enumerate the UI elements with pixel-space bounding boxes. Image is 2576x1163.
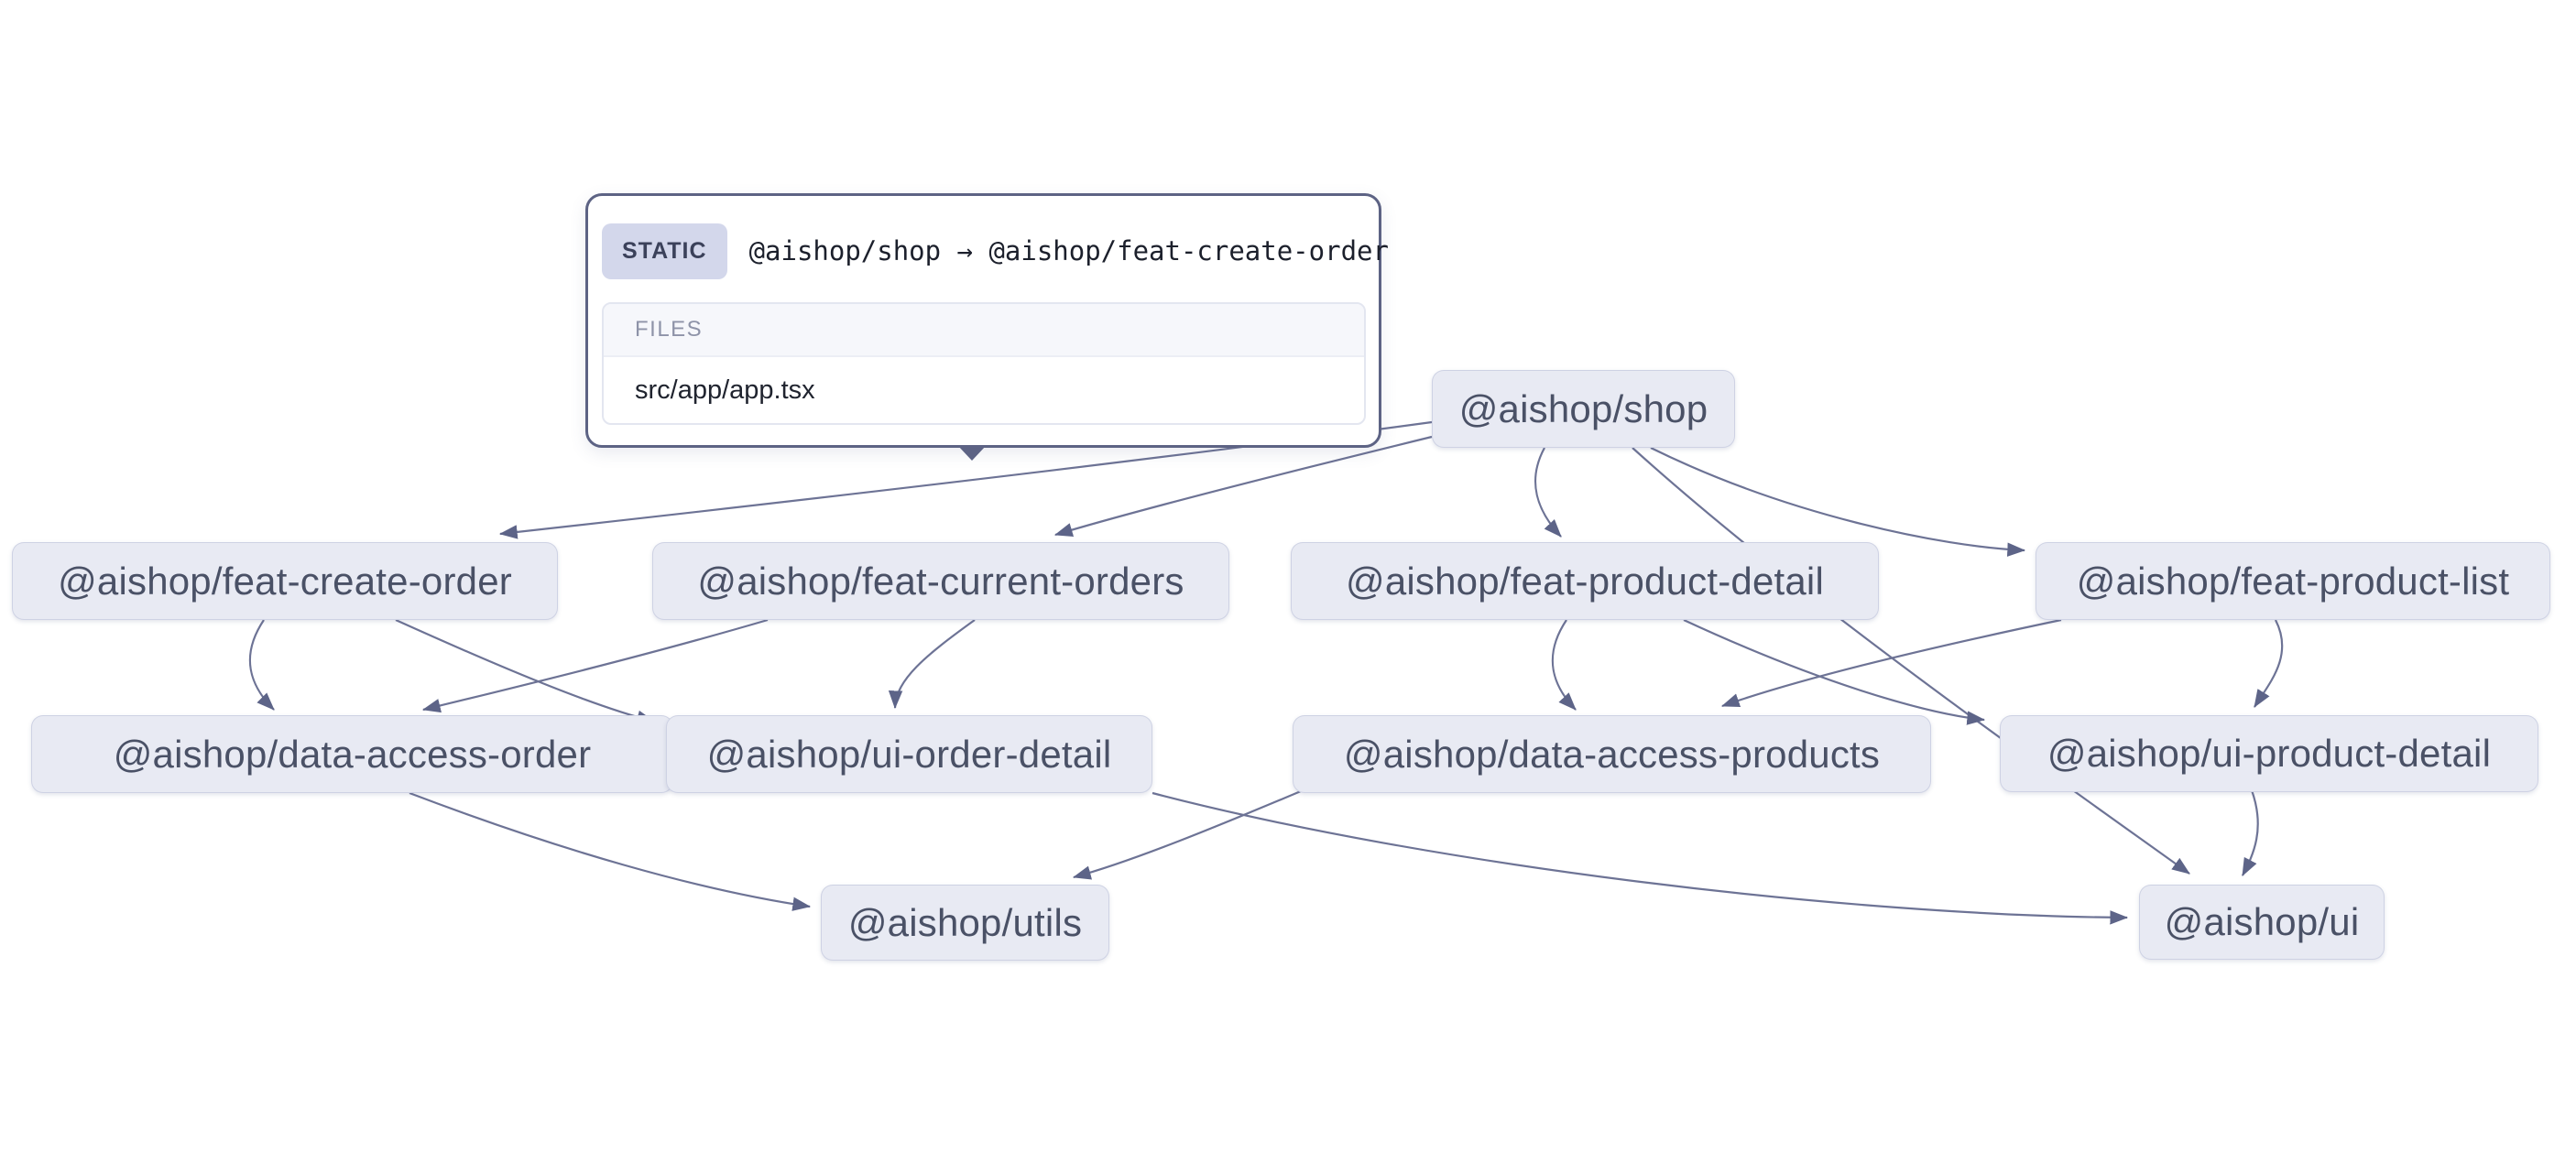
node-ui[interactable]: @aishop/ui <box>2139 885 2385 960</box>
edge-feat-create-order-to-data-access-order[interactable] <box>248 619 275 711</box>
tooltip-caret-icon <box>958 446 986 461</box>
node-label: @aishop/utils <box>847 900 1083 944</box>
node-ui-product-detail[interactable]: @aishop/ui-product-detail <box>2000 715 2538 792</box>
edge-shop-to-feat-product-detail[interactable] <box>1534 447 1562 538</box>
node-feat-create-order[interactable]: @aishop/feat-create-order <box>12 542 558 620</box>
tooltip-header-row: STATIC @aishop/shop → @aishop/feat-creat… <box>602 220 1389 282</box>
edge-label: @aishop/shop → @aishop/feat-create-order <box>748 235 1389 266</box>
node-label: @aishop/shop <box>1458 386 1708 430</box>
edge-feat-product-list-to-data-access-products[interactable] <box>1720 618 2062 708</box>
edge-tooltip: STATIC @aishop/shop → @aishop/feat-creat… <box>585 193 1389 461</box>
node-label: @aishop/feat-product-detail <box>1346 559 1824 603</box>
file-path-item: src/app/app.tsx <box>635 375 815 405</box>
edge-feat-current-orders-to-data-access-order[interactable] <box>421 618 769 713</box>
edge-feat-current-orders-to-ui-order-detail[interactable] <box>888 619 976 710</box>
node-label: @aishop/ui-product-detail <box>2047 732 2492 775</box>
files-panel: FILES src/app/app.tsx <box>602 302 1366 425</box>
files-header: FILES <box>604 304 1364 357</box>
edge-shop-to-feat-product-list[interactable] <box>1650 447 2026 557</box>
edge-type-badge: STATIC <box>602 223 727 279</box>
node-feat-product-detail[interactable]: @aishop/feat-product-detail <box>1291 542 1879 620</box>
node-label: @aishop/ui <box>2164 900 2360 943</box>
edge-ui-product-detail-to-ui[interactable] <box>2242 789 2259 876</box>
node-label: @aishop/feat-create-order <box>58 559 512 603</box>
edge-feat-create-order-to-ui-order-detail[interactable] <box>395 618 656 724</box>
node-label: @aishop/feat-current-orders <box>697 559 1184 603</box>
edge-feat-product-detail-to-ui-product-detail[interactable] <box>1683 619 1986 725</box>
edge-data-access-products-to-utils[interactable] <box>1072 789 1302 880</box>
node-feat-current-orders[interactable]: @aishop/feat-current-orders <box>652 542 1229 620</box>
edge-shop-to-ui[interactable] <box>1632 447 2190 875</box>
node-feat-product-list[interactable]: @aishop/feat-product-list <box>2036 542 2550 620</box>
node-label: @aishop/feat-product-list <box>2076 559 2510 603</box>
node-ui-order-detail[interactable]: @aishop/ui-order-detail <box>666 715 1152 793</box>
node-utils[interactable]: @aishop/utils <box>821 885 1109 961</box>
node-label: @aishop/data-access-order <box>113 732 592 776</box>
edge-data-access-order-to-utils[interactable] <box>409 791 812 911</box>
node-label: @aishop/data-access-products <box>1343 732 1881 776</box>
edge-feat-product-list-to-ui-product-detail[interactable] <box>2254 619 2284 708</box>
edge-shop-to-feat-current-orders[interactable] <box>1053 435 1433 537</box>
edge-feat-product-detail-to-data-access-products[interactable] <box>1551 619 1577 711</box>
node-data-access-products[interactable]: @aishop/data-access-products <box>1293 715 1931 793</box>
node-data-access-order[interactable]: @aishop/data-access-order <box>31 715 673 793</box>
node-shop[interactable]: @aishop/shop <box>1432 370 1735 448</box>
node-label: @aishop/ui-order-detail <box>706 732 1112 776</box>
edge-ui-order-detail-to-ui[interactable] <box>1152 791 2129 925</box>
